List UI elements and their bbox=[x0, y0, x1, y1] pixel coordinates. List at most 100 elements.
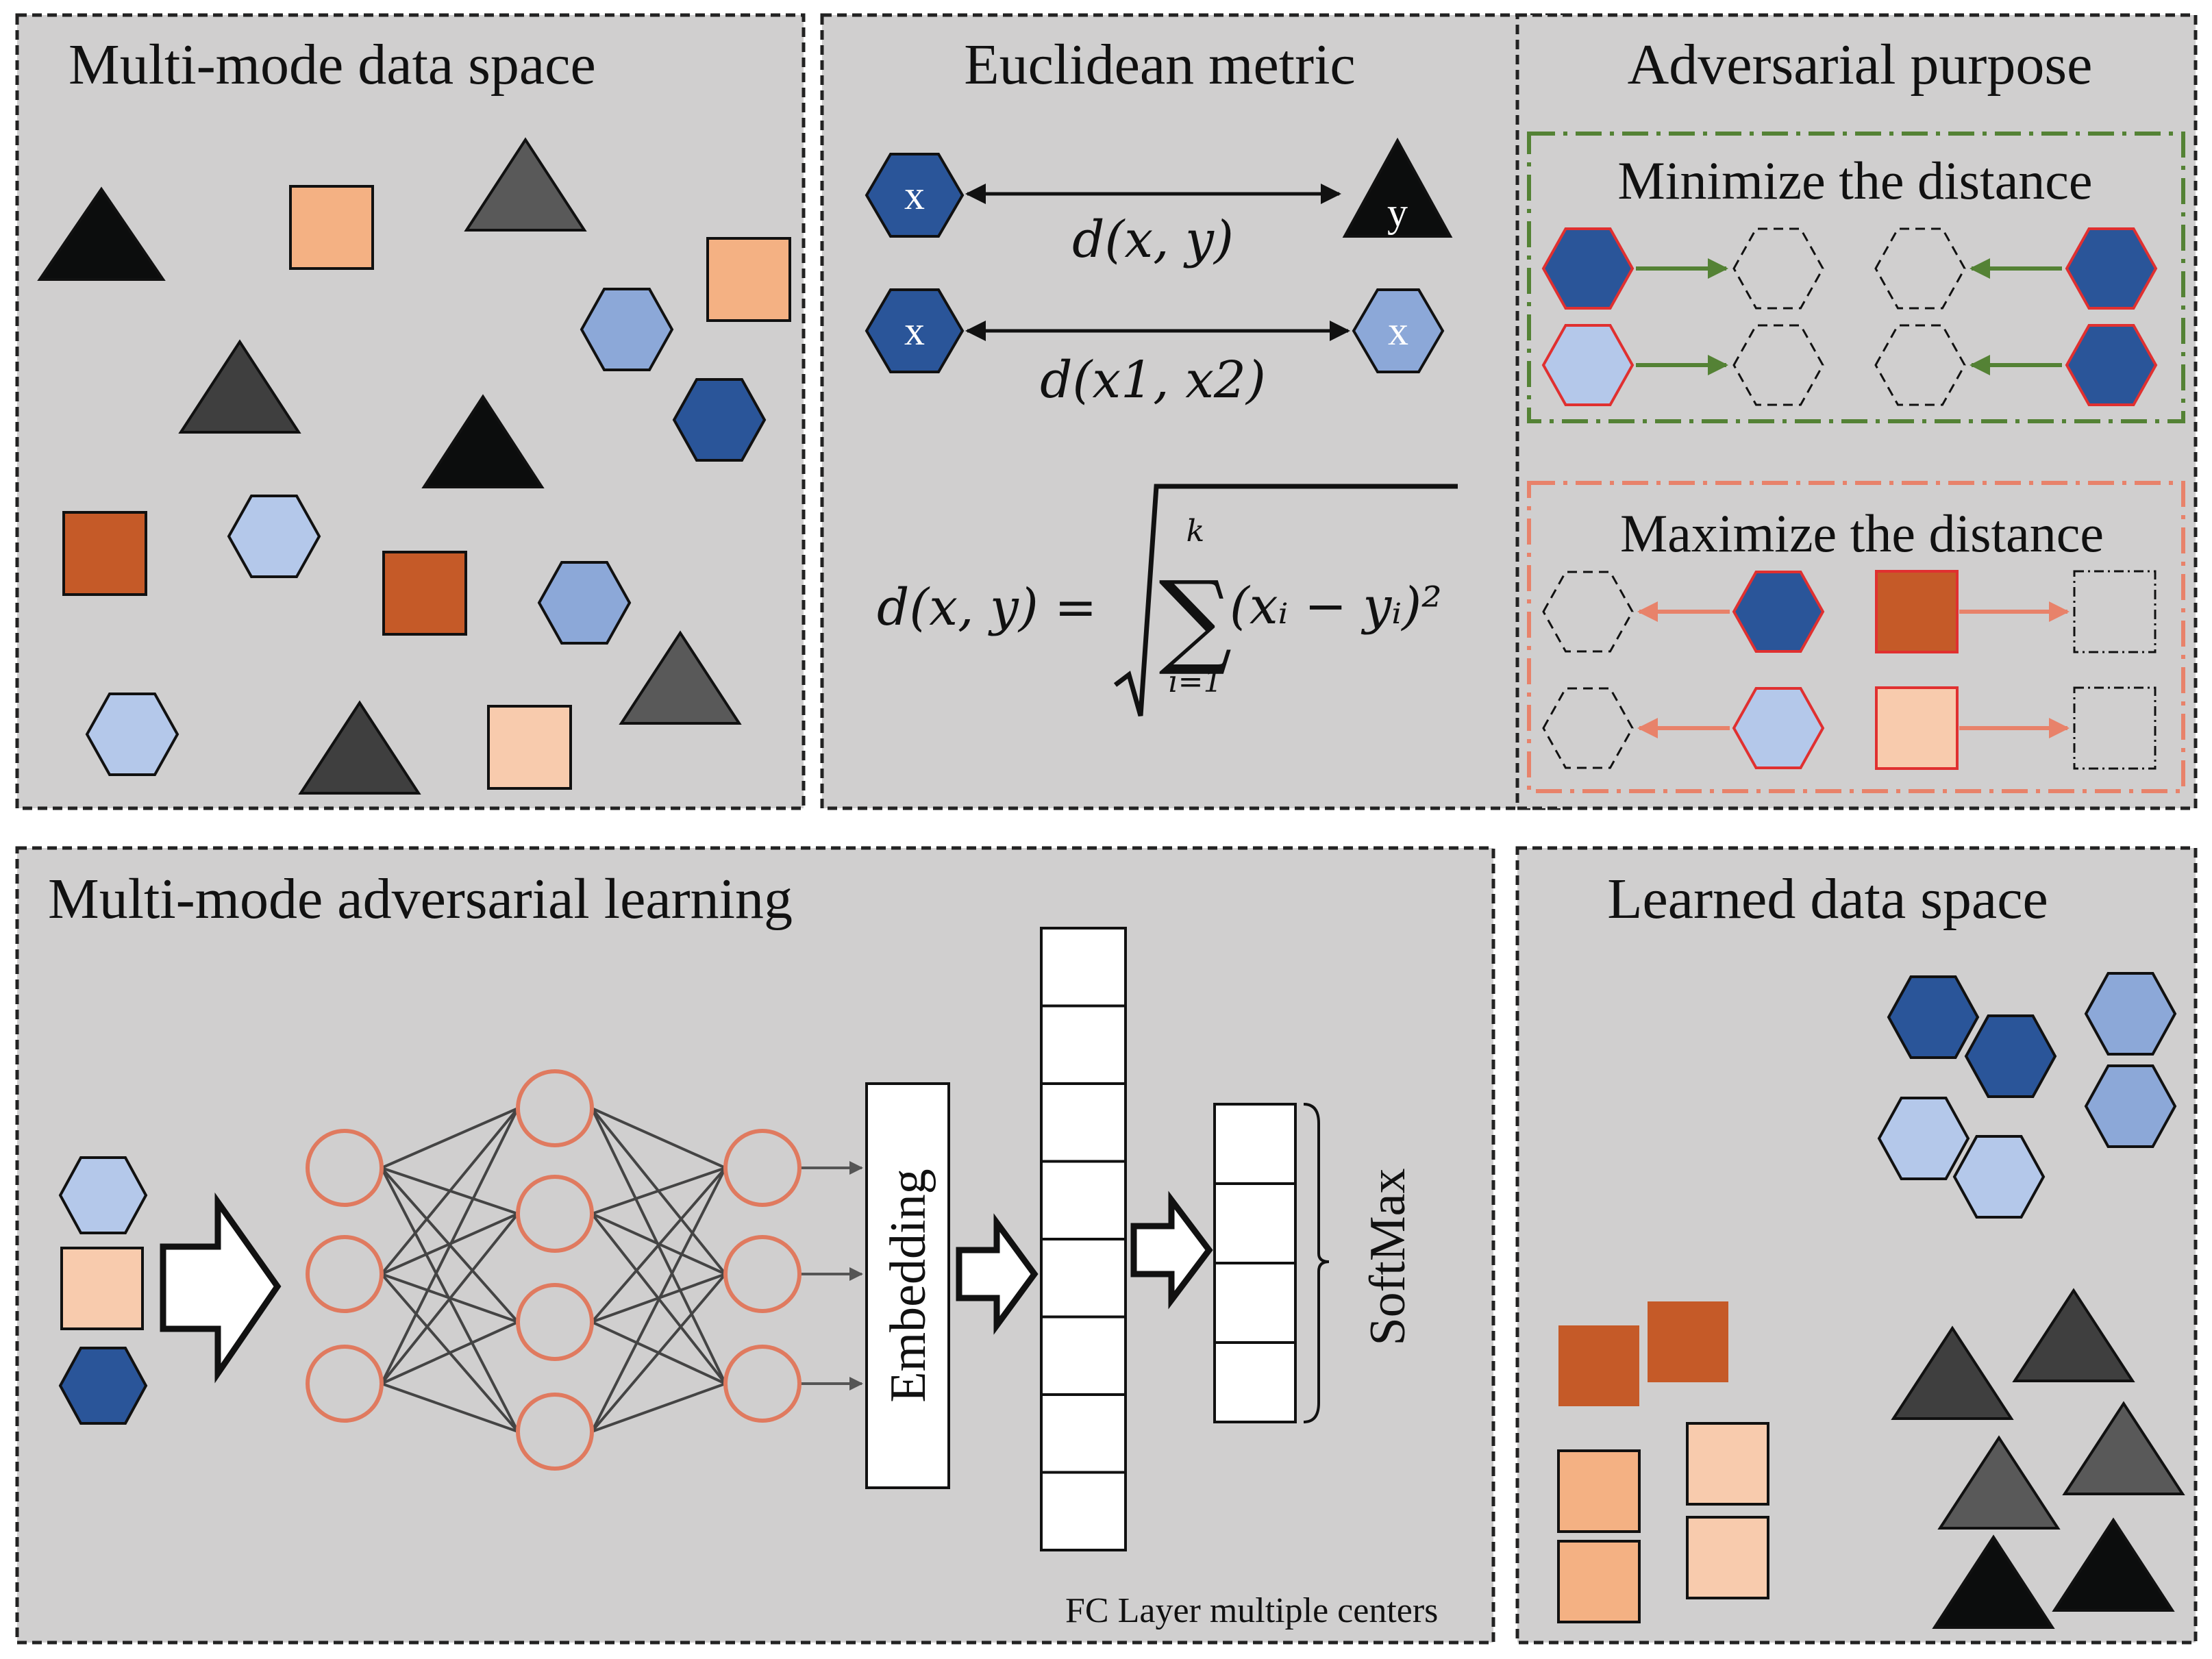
summation-upper-limit: k bbox=[1186, 514, 1205, 549]
hexagon-x2-shape bbox=[1352, 288, 1445, 373]
triangle-dark-gray bbox=[298, 700, 421, 795]
hexagon-mid-blue bbox=[537, 561, 632, 645]
fc-layer-cell bbox=[1040, 1471, 1127, 1551]
square-dark-orange bbox=[1875, 570, 1959, 653]
distance-x1x2-label: d(x1, x2) bbox=[1040, 351, 1266, 410]
fc-layer-caption: FC Layer multiple centers bbox=[1065, 1591, 1438, 1630]
maximize-label: Maximize the distance bbox=[1620, 503, 2104, 563]
square-root-sign bbox=[1113, 484, 1458, 716]
softmax-column bbox=[1213, 1103, 1297, 1423]
triangle-y-shape bbox=[1342, 137, 1453, 238]
fc-layer-cell bbox=[1040, 1393, 1127, 1474]
square-dark-orange bbox=[382, 551, 467, 636]
fc-layer-cell bbox=[1040, 1160, 1127, 1240]
hexagon-mid-blue bbox=[2084, 972, 2177, 1056]
triangle-dark-gray bbox=[2012, 1288, 2135, 1382]
hexagon-light-blue bbox=[1952, 1135, 2046, 1219]
neuron-node bbox=[516, 1393, 594, 1471]
hexagon-x-shape bbox=[865, 153, 965, 238]
fc-layer-cell bbox=[1040, 1004, 1127, 1085]
input-hexagon-light-blue bbox=[58, 1156, 148, 1234]
softmax-label: SoftMax bbox=[1360, 1169, 1416, 1346]
hexagon-mid-blue bbox=[2084, 1064, 2177, 1148]
square-orange bbox=[1557, 1540, 1641, 1623]
softmax-cell bbox=[1213, 1182, 1297, 1264]
summation-sign: ∑ bbox=[1158, 560, 1232, 679]
maximize-group-box bbox=[1527, 481, 2185, 793]
square-light-orange bbox=[487, 705, 572, 790]
panel-adversarial-title: Adversarial purpose bbox=[1628, 33, 2093, 97]
panel-adversarial-learning: Multi-mode adversarial learning Embeddin… bbox=[15, 846, 1495, 1645]
hexagon-dark-blue bbox=[672, 378, 767, 462]
square-orange bbox=[706, 237, 791, 322]
hexagon-light-blue bbox=[85, 693, 179, 776]
summation-term: (xᵢ − yᵢ)² bbox=[1230, 577, 1442, 636]
softmax-cell bbox=[1213, 1262, 1297, 1344]
network-connection bbox=[380, 1212, 519, 1385]
panel-learning-title: Multi-mode adversarial learning bbox=[48, 867, 793, 931]
embedding-label: Embedding bbox=[880, 1169, 936, 1402]
square-dark-orange bbox=[1558, 1325, 1639, 1406]
neuron-node bbox=[516, 1175, 594, 1253]
network-connection bbox=[591, 1107, 726, 1169]
dashdot-square-target bbox=[2073, 570, 2157, 653]
clustered-shapes bbox=[1557, 972, 2185, 1629]
hexagon-dark-blue bbox=[1887, 975, 1980, 1059]
embedding-to-fc-arrow bbox=[956, 1213, 1039, 1335]
network-connection bbox=[380, 1108, 519, 1384]
neuron-node bbox=[723, 1235, 801, 1313]
triangle-dark-gray bbox=[1891, 1325, 2014, 1420]
maximize-pairs bbox=[1542, 570, 2157, 770]
dashed-hexagon-target bbox=[1874, 324, 1966, 406]
panel-multimode-data-space: Multi-mode data space bbox=[15, 13, 806, 810]
hexagon-x1-label: x bbox=[904, 308, 925, 353]
panel-multimode-title: Multi-mode data space bbox=[69, 33, 596, 97]
neuron-node bbox=[723, 1345, 801, 1423]
hexagon-x2-label: x bbox=[1388, 308, 1408, 353]
triangle-gray bbox=[1937, 1435, 2061, 1530]
hexagon-light-blue bbox=[1732, 687, 1825, 769]
neuron-node bbox=[306, 1129, 384, 1207]
hexagon-dark-blue bbox=[1964, 1014, 2057, 1098]
panel-adversarial-purpose: Adversarial purpose Minimize the distanc… bbox=[1515, 13, 2198, 810]
square-orange bbox=[1557, 1449, 1641, 1533]
dashed-hexagon-target bbox=[1542, 571, 1634, 653]
softmax-bracket bbox=[1303, 1103, 1330, 1423]
hexagon-light-blue bbox=[1877, 1097, 1970, 1180]
fc-layer-column bbox=[1040, 927, 1127, 1551]
hexagon-dark-blue bbox=[2065, 227, 2158, 310]
square-orange bbox=[289, 185, 374, 270]
triangle-black bbox=[2052, 1517, 2175, 1612]
fc-layer-cell bbox=[1040, 927, 1127, 1008]
input-flow-arrow bbox=[160, 1192, 282, 1384]
embedding-box bbox=[865, 1082, 950, 1489]
hexagon-dark-blue bbox=[1541, 227, 1635, 310]
triangle-black bbox=[37, 186, 166, 281]
hexagon-dark-blue bbox=[1732, 571, 1825, 653]
neuron-node bbox=[306, 1345, 384, 1423]
triangle-black bbox=[1932, 1534, 2055, 1629]
network-connection bbox=[591, 1167, 727, 1323]
triangle-y-label: y bbox=[1387, 190, 1408, 235]
fc-layer-cell bbox=[1040, 1238, 1127, 1319]
neuron-node bbox=[306, 1235, 384, 1313]
network-connection bbox=[380, 1107, 519, 1275]
network-connection bbox=[381, 1321, 519, 1385]
panel-euclidean-metric: Euclidean metric x y d(x, y) x x d(x1, x… bbox=[820, 13, 1565, 810]
hexagon-light-blue bbox=[1541, 324, 1635, 406]
input-square-light-orange bbox=[60, 1247, 144, 1330]
triangle-black bbox=[421, 394, 545, 488]
hexagon-x1-shape bbox=[865, 288, 965, 373]
distance-xy-label: d(x, y) bbox=[1072, 210, 1234, 269]
minimize-group-box bbox=[1527, 132, 2185, 423]
network-connection bbox=[591, 1382, 726, 1433]
hexagon-light-blue bbox=[227, 495, 321, 578]
network-connection bbox=[591, 1167, 727, 1432]
network-connection bbox=[591, 1167, 726, 1215]
square-light-orange bbox=[1686, 1422, 1769, 1506]
panel-learned-title: Learned data space bbox=[1607, 867, 2048, 931]
neuron-node bbox=[516, 1069, 594, 1147]
scattered-shapes bbox=[37, 137, 791, 795]
panel-learned-data-space: Learned data space bbox=[1515, 846, 2198, 1645]
